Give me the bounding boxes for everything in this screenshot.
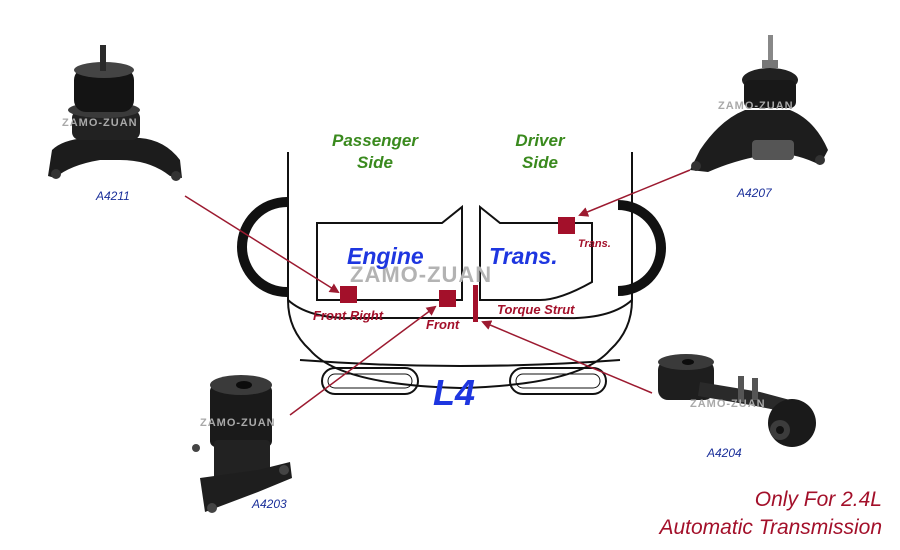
mount-photo-a4204 <box>658 354 816 447</box>
marker-torque-strut <box>473 285 478 322</box>
arrow-a4204 <box>481 320 653 394</box>
watermark-a4204: ZAMO-ZUAN <box>690 398 766 410</box>
mount-photo-a4203 <box>192 375 292 513</box>
part-number-a4203: A4203 <box>252 497 287 511</box>
trans-label: Trans. <box>489 243 558 269</box>
marker-front-right <box>340 286 357 303</box>
driver-side-line2: Side <box>522 153 558 172</box>
bumper-opening-right <box>509 367 607 395</box>
location-front: Front <box>426 317 460 332</box>
marker-front <box>439 290 456 307</box>
watermark-a4211: ZAMO-ZUAN <box>62 117 138 129</box>
watermark-center: ZAMO-ZUAN <box>350 262 493 287</box>
part-number-a4211: A4211 <box>96 189 130 203</box>
left-fender-well <box>237 197 287 297</box>
transmission-block <box>479 204 593 301</box>
engine-block <box>316 204 463 301</box>
mount-photo-a4207 <box>690 35 828 172</box>
right-fender-well <box>618 200 666 296</box>
driver-side-line1: Driver <box>515 131 565 150</box>
passenger-side-label: Passenger Side <box>320 130 430 174</box>
note-line2: Automatic Transmission <box>659 516 882 539</box>
note-line1: Only For 2.4L <box>754 488 882 511</box>
arrow-a4211 <box>184 195 340 294</box>
watermark-a4203: ZAMO-ZUAN <box>200 417 276 429</box>
engine-code-label: L4 <box>433 372 476 413</box>
mount-photo-a4211 <box>48 45 182 181</box>
arrow-a4207 <box>578 169 691 217</box>
passenger-side-line1: Passenger <box>332 131 418 150</box>
applicability-note: Only For 2.4L Automatic Transmission <box>659 486 882 542</box>
passenger-side-line2: Side <box>357 153 393 172</box>
location-torque-strut: Torque Strut <box>497 302 575 317</box>
watermark-a4207: ZAMO-ZUAN <box>718 100 794 112</box>
engine-label: Engine <box>347 243 424 269</box>
part-number-a4204: A4204 <box>707 446 742 460</box>
part-number-a4207: A4207 <box>737 186 772 200</box>
arrow-a4203 <box>289 305 437 416</box>
location-trans: Trans. <box>578 238 611 250</box>
driver-side-label: Driver Side <box>490 130 590 174</box>
location-front-right: Front Right <box>313 308 384 323</box>
bumper-opening-left <box>321 367 419 395</box>
marker-trans <box>558 217 575 234</box>
